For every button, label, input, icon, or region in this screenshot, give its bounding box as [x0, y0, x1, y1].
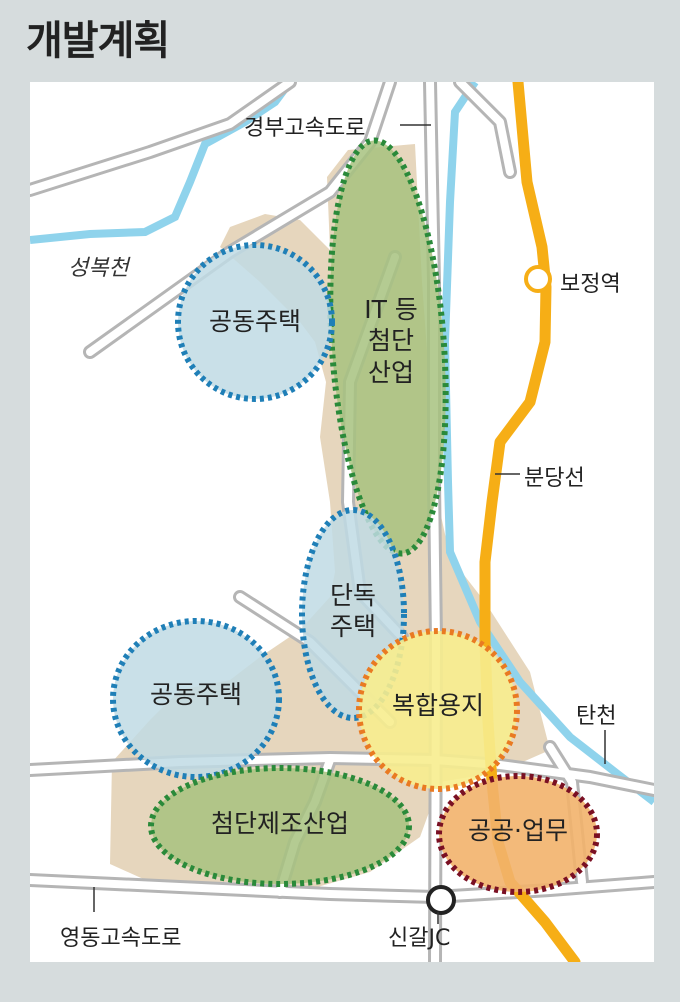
- tancheon-stream-label: 탄천: [576, 704, 617, 729]
- zone-it-industry-line-3: 산업: [367, 357, 414, 387]
- zone-mixed-use-label: 복합용지: [391, 691, 484, 720]
- zone-mixed-use: [356, 628, 520, 792]
- zone-it-industry-label: IT 등 첨단 산업: [346, 294, 436, 388]
- leader-lines: [93, 124, 606, 924]
- singal-jc-label: 신갈JC: [388, 926, 451, 951]
- singal-jc-marker: [426, 885, 456, 915]
- development-plan-map: 경부고속도로 성복천 보정역 분당선 탄천 영동고속도로 신갈JC 공동주택 I…: [30, 82, 654, 962]
- zone-advanced-manufacturing-label: 첨단제조산업: [210, 809, 349, 838]
- page-title: 개발계획: [26, 18, 170, 64]
- bundang-line-label: 분당선: [524, 466, 585, 491]
- zone-detached-housing-line-2: 주택: [329, 612, 376, 642]
- map-graphic: [30, 82, 654, 962]
- zone-it-industry-line-2: 첨단: [367, 326, 414, 356]
- bojeong-station-marker: [524, 265, 552, 293]
- zone-it-industry: [327, 137, 449, 557]
- zone-public-business: [436, 773, 600, 895]
- tancheon-stream: [440, 82, 654, 806]
- zone-public-business-label: 공공·업무: [468, 816, 568, 845]
- zone-apartments-north: [175, 242, 335, 402]
- zone-detached-housing-line-1: 단독: [329, 581, 376, 610]
- yeongdong-expressway-label: 영동고속도로: [60, 926, 182, 951]
- bojeong-station-label: 보정역: [560, 272, 621, 297]
- zone-apartments-south: [110, 618, 282, 780]
- zone-apartments-south-label: 공동주택: [149, 680, 242, 709]
- seongbok-stream-label: 성복천: [68, 256, 129, 281]
- zone-apartments-north-label: 공동주택: [208, 307, 301, 336]
- zone-advanced-manufacturing: [148, 765, 412, 887]
- zone-it-industry-line-1: IT 등: [364, 295, 418, 324]
- zone-detached-housing-label: 단독 주택: [313, 580, 393, 643]
- gyeongbu-expressway-label: 경부고속도로: [244, 116, 366, 141]
- seongbok-stream: [30, 82, 294, 244]
